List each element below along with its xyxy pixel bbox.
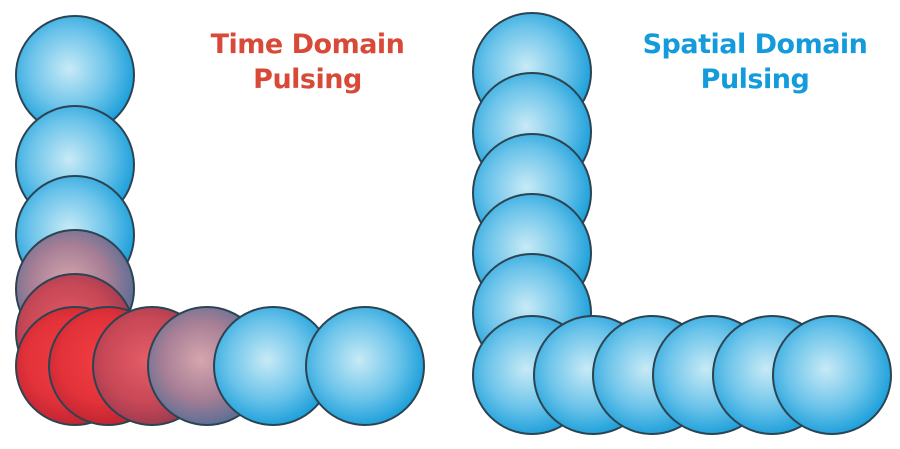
spatial-domain-title: Spatial Domain Pulsing [610, 27, 900, 97]
spatial-domain-title-line2: Pulsing [700, 64, 810, 95]
time-domain-title-line2: Pulsing [253, 64, 362, 95]
spatial-domain-pulse-circle [772, 315, 892, 435]
time-domain-title: Time Domain Pulsing [180, 27, 435, 97]
spatial-domain-title-line1: Spatial Domain [642, 29, 868, 60]
time-domain-title-line1: Time Domain [210, 29, 405, 60]
time-domain-pulse-circle [305, 306, 425, 426]
